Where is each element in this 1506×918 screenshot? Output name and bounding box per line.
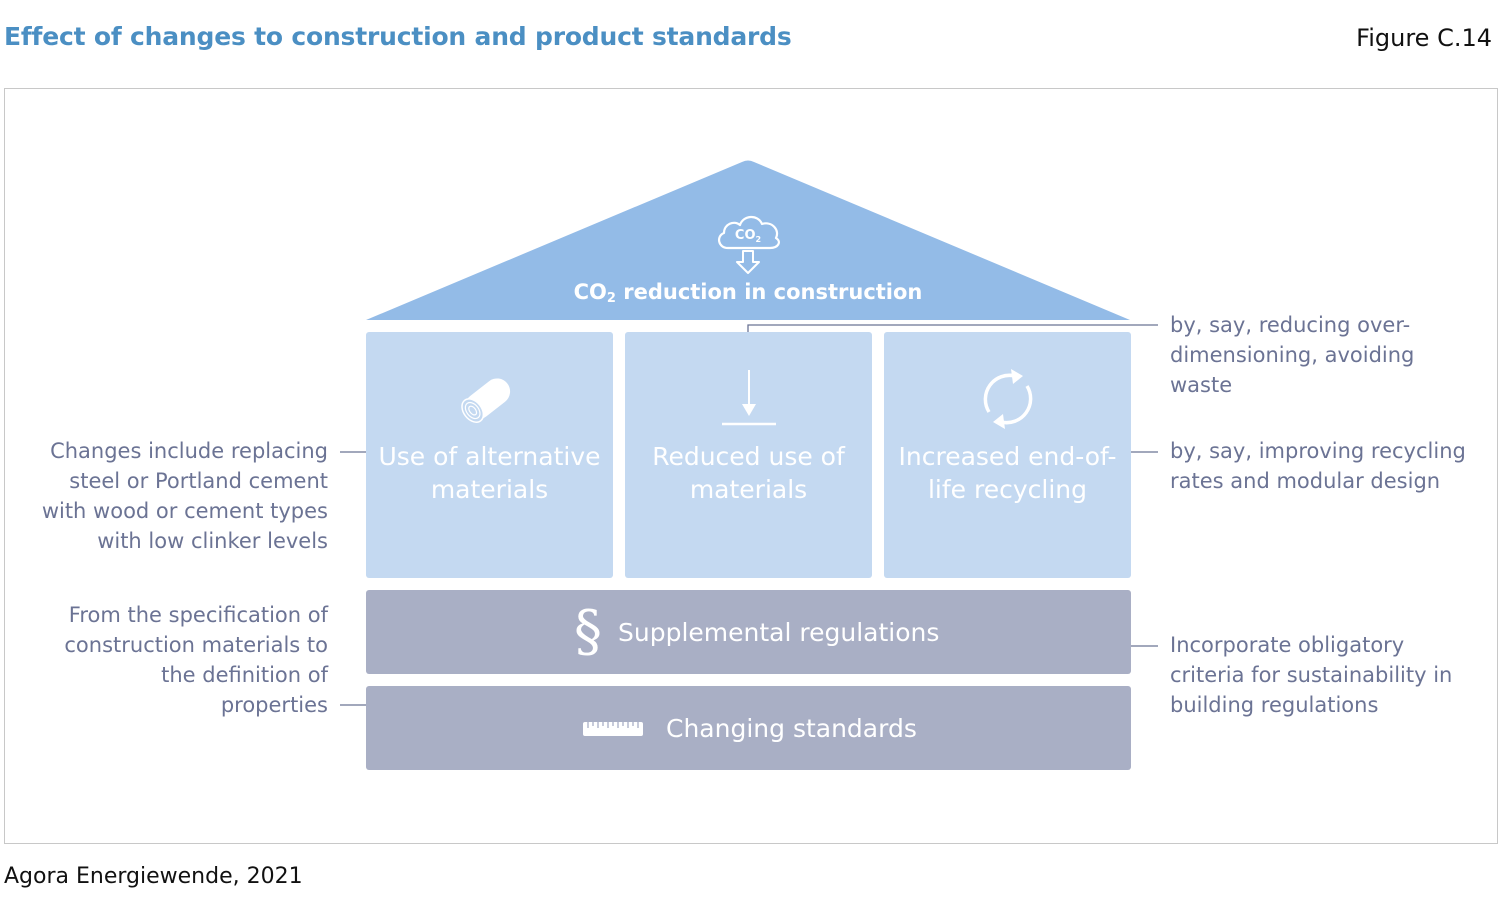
base-label: Changing standards bbox=[666, 714, 917, 743]
section-sign-icon: § bbox=[574, 599, 602, 662]
figure-number: Figure C.14 bbox=[1356, 24, 1492, 52]
source-credit: Agora Energiewende, 2021 bbox=[4, 864, 303, 889]
pillar-recycling: Increased end-of-life recycling bbox=[884, 332, 1131, 578]
co2-icon-text: CO2 bbox=[735, 228, 761, 244]
co2-cloud-down-arrow-icon: CO2 bbox=[718, 215, 780, 274]
down-arrow-to-line-icon bbox=[721, 370, 776, 426]
note-changing-standards: From the specification of construction m… bbox=[64, 603, 328, 717]
pillar-reduced-materials: Reduced use of materials bbox=[625, 332, 872, 578]
base-supplemental-regulations: § Supplemental regulations bbox=[366, 590, 1131, 674]
diagram-frame bbox=[4, 88, 1498, 844]
pillar-alternative-materials: Use of alternative materials bbox=[366, 332, 613, 578]
figure-title: Effect of changes to construction and pr… bbox=[4, 22, 792, 51]
roof-triangle bbox=[366, 160, 1130, 320]
pillar-label: Use of alternative materials bbox=[378, 442, 601, 504]
roof-label: CO2 reduction in construction bbox=[573, 280, 923, 306]
note-regulations: Incorporate obligatory criteria for sust… bbox=[1170, 633, 1453, 717]
recycle-arrows-icon bbox=[983, 369, 1032, 429]
base-changing-standards: Changing standards bbox=[366, 686, 1131, 770]
wood-log-icon bbox=[460, 378, 510, 423]
ruler-icon bbox=[583, 722, 643, 736]
pillar-label: Increased end-of-life recycling bbox=[898, 442, 1117, 504]
svg-text:§: § bbox=[574, 599, 602, 662]
note-reduced-materials: by, say, reducing over-dimensioning, avo… bbox=[1170, 313, 1415, 397]
note-alternative-materials: Changes include replacing steel or Portl… bbox=[41, 439, 328, 553]
note-recycling: by, say, improving recycling rates and m… bbox=[1170, 439, 1466, 493]
connector-right-reduced bbox=[747, 324, 1158, 332]
base-label: Supplemental regulations bbox=[618, 618, 940, 647]
pillar-label: Reduced use of materials bbox=[652, 442, 845, 504]
